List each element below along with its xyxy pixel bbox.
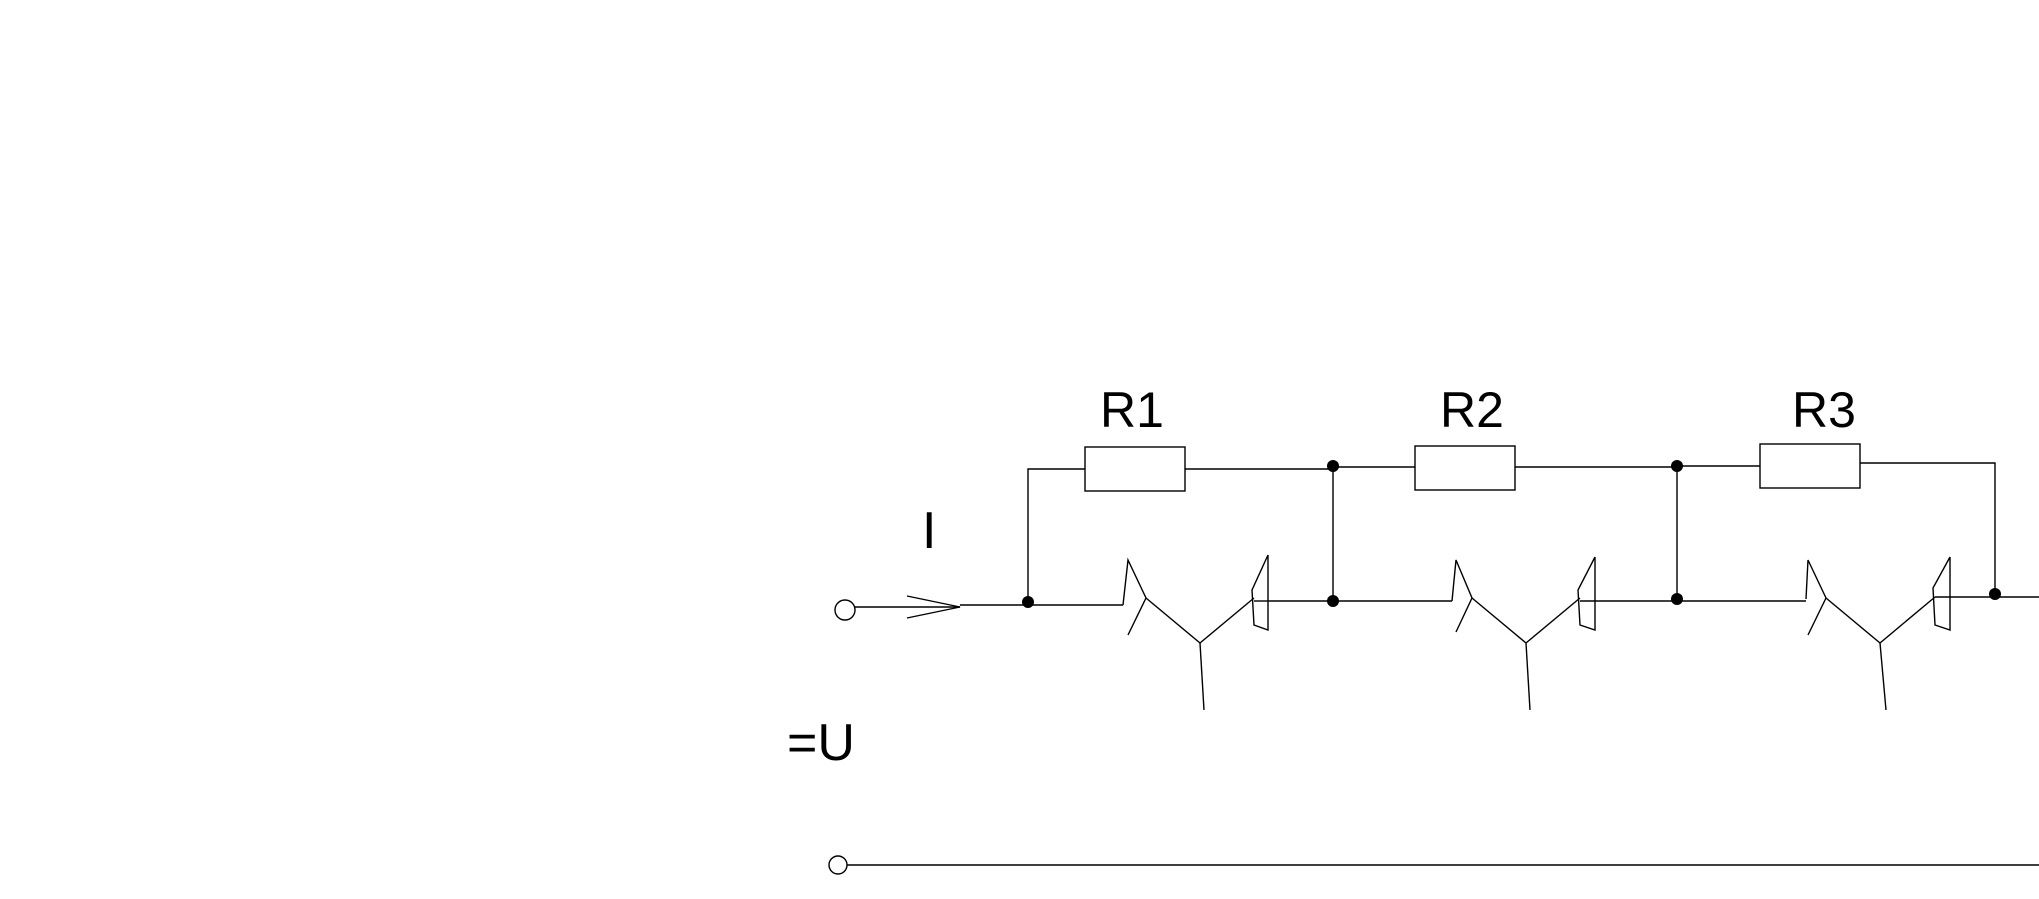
resistor-r1 — [1084, 446, 1186, 492]
transistor-element-3 — [1805, 556, 1952, 711]
resistor-r3 — [1759, 443, 1861, 489]
input-terminal-bottom — [828, 855, 848, 875]
junction-dot-5 — [1671, 593, 1683, 605]
junction-dot-2 — [1327, 460, 1339, 472]
top-wire-end — [1860, 462, 1996, 597]
resistor-label-r1: R1 — [1100, 382, 1164, 438]
junction-dot-3 — [1327, 595, 1339, 607]
current-label: I — [922, 502, 936, 560]
resistor-label-r2: R2 — [1440, 382, 1504, 438]
current-arrow-icon — [906, 595, 961, 619]
transistor-element-1 — [1122, 554, 1270, 711]
transistor-element-2 — [1451, 556, 1597, 711]
resistor-r2 — [1414, 445, 1516, 491]
junction-dot-4 — [1671, 460, 1683, 472]
input-terminal-top — [834, 599, 856, 621]
top-wire-start — [1027, 468, 1085, 605]
junction-dot-1 — [1022, 596, 1034, 608]
junction-dot-6 — [1989, 588, 2001, 600]
voltage-label: =U — [787, 714, 855, 772]
resistor-label-r3: R3 — [1792, 382, 1856, 438]
